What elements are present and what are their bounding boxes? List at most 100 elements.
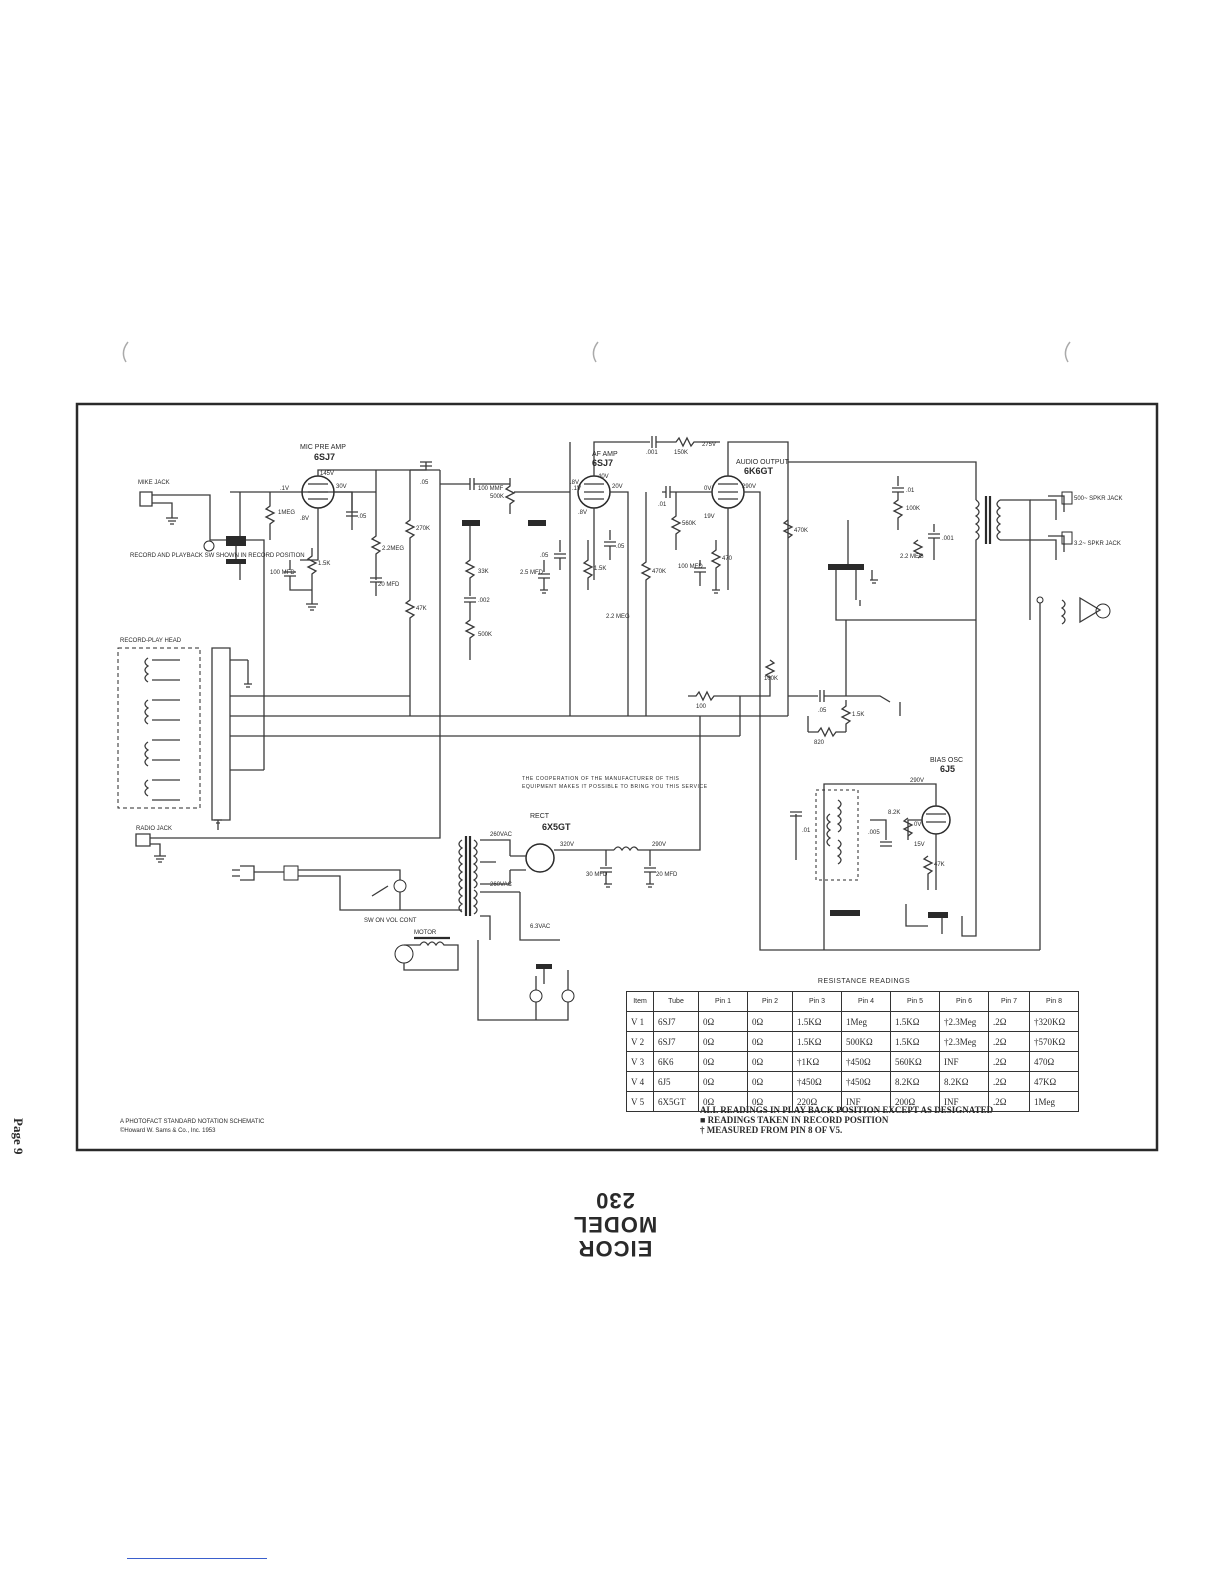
- v4-plate-voltage: 290V: [910, 778, 924, 784]
- resistor-r18: [782, 519, 794, 539]
- table-cell: 0Ω: [747, 1071, 793, 1092]
- head-switch-bus: [211, 647, 231, 821]
- ground-symbols: [154, 579, 878, 888]
- capacitor-c3: [284, 560, 312, 591]
- table-cell: .2Ω: [988, 1071, 1030, 1092]
- c7-value: .05: [420, 480, 429, 486]
- radio-jack: [135, 716, 441, 856]
- table-cell: 6SJ7: [653, 1031, 699, 1052]
- note-line: † MEASURED FROM PIN 8 OF V5.: [700, 1125, 843, 1135]
- c16-r19-network: [892, 476, 904, 530]
- capacitor-c22: [644, 850, 656, 884]
- r6-value: 47K: [416, 606, 427, 612]
- table-cell: .2Ω: [988, 1091, 1030, 1112]
- record-play-head: [117, 647, 201, 809]
- r4-value: 2.2MEG: [382, 546, 404, 552]
- c13-value: .001: [646, 450, 658, 456]
- table-row: V 4 6J5 0Ω 0Ω †450Ω †450Ω 8.2KΩ 8.2KΩ .2…: [626, 1071, 1079, 1092]
- table-cell: 1.5KΩ: [890, 1031, 940, 1052]
- resistor-r24: [808, 726, 846, 738]
- sw-vol-label: SW ON VOL CONT: [364, 918, 417, 924]
- table-cell: †320KΩ: [1029, 1011, 1079, 1032]
- r25-value: 8.2K: [888, 810, 900, 816]
- switch-m6b: [528, 520, 546, 526]
- table-row: V 3 6K6 0Ω 0Ω †1KΩ †450Ω 560KΩ INF .2Ω 4…: [626, 1051, 1079, 1072]
- resistor-r3: [306, 548, 318, 600]
- header-pin1: Pin 1: [698, 991, 748, 1012]
- switch-note-label: RECORD AND PLAYBACK SW SHOWN IN RECORD P…: [130, 553, 305, 559]
- c14-value: .01: [658, 502, 667, 508]
- v2-type-label: 6SJ7: [592, 458, 613, 468]
- table-cell: INF: [939, 1051, 989, 1072]
- table-cell: 0Ω: [747, 1051, 793, 1072]
- c16-value: .01: [906, 488, 915, 494]
- switch-m6a: [462, 520, 480, 526]
- power-plug: [232, 865, 462, 911]
- potentiometer-r8: [504, 478, 516, 514]
- v3-type-label: 6K6GT: [744, 466, 774, 476]
- capacitor-c17: [928, 524, 940, 560]
- v4-type-label: 6J5: [940, 764, 955, 774]
- header-pin6: Pin 6: [939, 991, 989, 1012]
- v4-grid-voltage: 0V: [914, 822, 921, 828]
- table-cell: V 4: [626, 1071, 654, 1092]
- resistance-notes: ALL READINGS IN PLAY BACK POSITION EXCEP…: [700, 1105, 993, 1135]
- r5-value: 270K: [416, 526, 430, 532]
- v3-plate-voltage: 290V: [742, 484, 756, 490]
- record-play-head-label: RECORD-PLAY HEAD: [120, 638, 182, 644]
- resistor-r21: [764, 659, 776, 679]
- copyright-line-1: A PHOTOFACT STANDARD NOTATION SCHEMATIC: [120, 1119, 265, 1125]
- cooperation-line-1: THE COOPERATION OF THE MANUFACTURER OF T…: [522, 776, 680, 782]
- table-cell: †2.3Meg: [939, 1031, 989, 1052]
- header-pin3: Pin 3: [792, 991, 842, 1012]
- v3-function-label: AUDIO OUTPUT: [736, 459, 790, 466]
- v5-function-label: RECT: [530, 813, 550, 820]
- table-cell: 0Ω: [747, 1031, 793, 1052]
- speaker-jack-500: [1030, 491, 1073, 520]
- spkr-jack-3-2-label: 3.2~ SPKR JACK: [1074, 541, 1121, 547]
- resistor-r4: [370, 470, 382, 580]
- table-cell: INF: [841, 1091, 891, 1112]
- switch-m4: [928, 912, 948, 918]
- l1-out-voltage: 290V: [652, 842, 666, 848]
- spkr-jack-500-label: 500~ SPKR JACK: [1074, 496, 1123, 502]
- tube-v2: [569, 441, 630, 716]
- table-cell: 6SJ7: [653, 1011, 699, 1032]
- table-cell: V 5: [626, 1091, 654, 1112]
- capacitor-c18: [788, 690, 891, 703]
- capacitor-c7: [376, 461, 432, 471]
- motor: [394, 936, 459, 971]
- capacitor-c12: [538, 560, 550, 590]
- table-cell: 0Ω: [698, 1031, 748, 1052]
- table-cell: 0Ω: [698, 1051, 748, 1072]
- table-cell: †450Ω: [792, 1071, 842, 1092]
- r3-value: 1.5K: [318, 561, 330, 567]
- tube-v3: [711, 441, 789, 716]
- r11-value: 1.5K: [594, 566, 606, 572]
- c15-value: 100 MFD: [678, 564, 703, 570]
- r18-value: 470K: [794, 528, 808, 534]
- table-cell: 1Meg: [841, 1011, 891, 1032]
- table-cell: V 1: [626, 1011, 654, 1032]
- r1-value: 1MEG: [278, 510, 295, 516]
- c17-value: .001: [942, 536, 954, 542]
- resistor-r13: [640, 492, 652, 716]
- tube-v4: [823, 783, 951, 950]
- table-cell: 470Ω: [1029, 1051, 1079, 1072]
- r9-value: 500K: [478, 632, 492, 638]
- power-transformer-t1: [458, 836, 560, 941]
- binder-hole-right: [1064, 341, 1071, 363]
- v2-plate-voltage: 40V: [598, 474, 609, 480]
- r22-value: 100: [696, 704, 707, 710]
- resistor-r1: [264, 492, 276, 540]
- model-name: MODEL 230: [572, 1188, 658, 1237]
- header-pin2: Pin 2: [747, 991, 793, 1012]
- capacitor-c10: [554, 540, 566, 570]
- table-cell: 0Ω: [698, 1011, 748, 1032]
- resistance-table-title: RESISTANCE READINGS: [817, 978, 911, 985]
- binder-hole-center: [592, 341, 599, 363]
- copyright-line-2: ©Howard W. Sams & Co., Inc. 1953: [120, 1128, 216, 1134]
- table-cell: 1Meg: [1029, 1091, 1079, 1112]
- note-line: ■ READINGS TAKEN IN RECORD POSITION: [700, 1115, 889, 1125]
- r26-value: 47K: [934, 862, 945, 868]
